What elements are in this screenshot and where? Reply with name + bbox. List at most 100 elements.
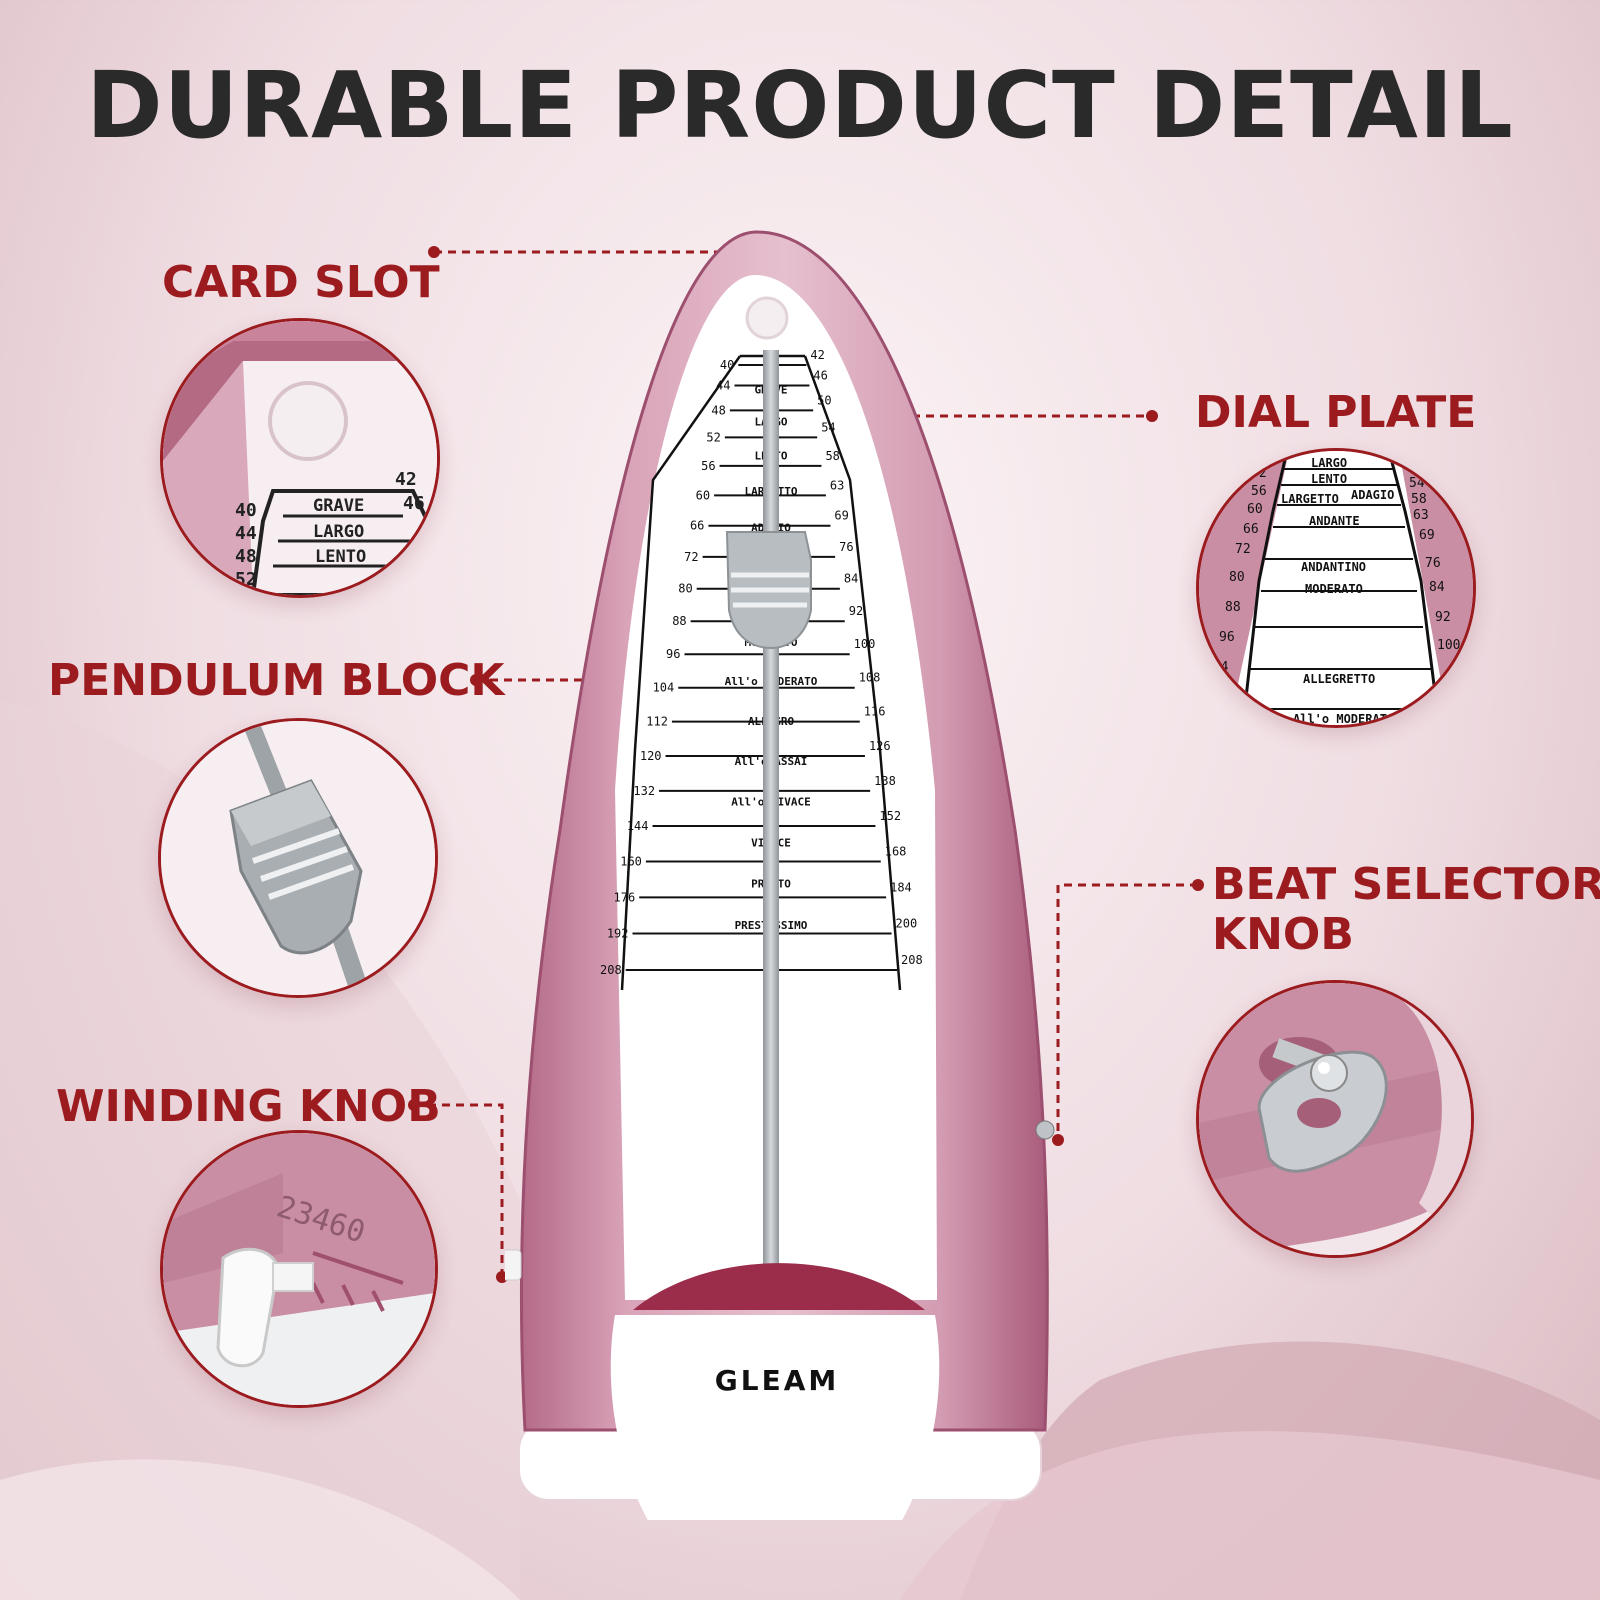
- headline: DURABLE PRODUCT DETAIL: [86, 52, 1514, 159]
- dial-plate-zoom: LARGO LENTO LARGETTO ADAGIO ANDANTE ANDA…: [1196, 448, 1476, 728]
- dial-zoom-mark-3: ADAGIO: [1351, 488, 1394, 502]
- dial-zoom-mark-0: LARGO: [1311, 456, 1347, 470]
- dial-right-number: 84: [844, 572, 858, 586]
- callout-beat-selector: BEAT SELECTOR KNOB: [1212, 860, 1600, 960]
- dial-zoom-image: LARGO LENTO LARGETTO ADAGIO ANDANTE ANDA…: [1199, 451, 1473, 725]
- dial-left-number: 44: [716, 378, 730, 392]
- dial-left-number: 192: [607, 927, 629, 941]
- dial-right-number: 138: [874, 774, 896, 788]
- dial-zoom-left-8: 104: [1205, 660, 1229, 675]
- metronome-product: 40 44 48 52 56 60 66 72 80 88 96 104 112 120 132 144 160…: [505, 230, 1055, 1520]
- dial-zoom-left-3: 66: [1243, 522, 1259, 537]
- dial-zoom-right-2: 58: [1411, 492, 1427, 507]
- card-zoom-mark-1: LARGO: [313, 522, 364, 542]
- dial-zoom-mark-2: LARGETTO: [1281, 492, 1339, 506]
- dial-right-number: 46: [813, 368, 827, 382]
- dial-left-number: 72: [684, 550, 698, 564]
- dial-zoom-left-6: 88: [1225, 600, 1241, 615]
- dial-left-number: 56: [701, 459, 715, 473]
- card-slot-zoom-image: GRAVE LARGO LENTO 40 44 48 52 42 46: [163, 321, 437, 595]
- callout-beat-selector-line1: BEAT SELECTOR: [1212, 859, 1600, 910]
- dial-right-number: 50: [817, 393, 831, 407]
- dial-left-number: 120: [640, 749, 662, 763]
- dial-zoom-right-0: 50: [1407, 460, 1423, 475]
- winding-knob-zoom: 23460: [160, 1130, 438, 1408]
- card-slot: [745, 296, 789, 340]
- winding-zoom-image: 23460: [163, 1133, 435, 1405]
- dial-left-number: 40: [720, 358, 734, 372]
- dial-right-number: 69: [834, 509, 848, 523]
- dial-right-number: 152: [879, 809, 901, 823]
- dial-left-number: 132: [633, 784, 655, 798]
- callout-card-slot: CARD SLOT: [162, 257, 440, 308]
- dial-zoom-left-2: 60: [1247, 502, 1263, 517]
- dial-left-number: 112: [646, 715, 668, 729]
- dial-right-number: 100: [854, 637, 876, 651]
- dial-left-number: 48: [711, 403, 725, 417]
- callout-dial-plate: DIAL PLATE: [1195, 387, 1477, 438]
- dial-left-number: 66: [690, 519, 704, 533]
- dial-zoom-right-8: 100: [1437, 638, 1460, 653]
- dial-right-number: 92: [849, 604, 863, 618]
- dial-right-number: 126: [869, 739, 891, 753]
- dial-left-number: 144: [627, 819, 649, 833]
- dial-zoom-right-1: 54: [1409, 476, 1425, 491]
- card-zoom-left-3: 52: [235, 569, 257, 590]
- dial-left-number: 104: [653, 681, 675, 695]
- dial-right-number: 42: [810, 348, 824, 362]
- dial-zoom-right-7: 92: [1435, 610, 1451, 625]
- dial-left-number: 160: [620, 855, 642, 869]
- card-zoom-left-2: 48: [235, 546, 257, 567]
- card-zoom-mark-2: LENTO: [315, 547, 366, 567]
- dial-left-number: 208: [600, 963, 622, 977]
- beat-selector-zoom: [1196, 980, 1474, 1258]
- dial-right-number: 54: [821, 420, 835, 434]
- dial-zoom-right-5: 76: [1425, 556, 1441, 571]
- pendulum-zoom-image: [161, 721, 435, 995]
- card-zoom-right-1: 46: [403, 493, 425, 514]
- beat-selector-knob[interactable]: [1035, 1120, 1055, 1140]
- dial-right-number: 168: [885, 845, 907, 859]
- dial-zoom-mark-4: ANDANTE: [1309, 514, 1360, 528]
- beat-selector-zoom-image: [1199, 983, 1471, 1255]
- card-slot-zoom: GRAVE LARGO LENTO 40 44 48 52 42 46: [160, 318, 440, 598]
- pendulum-rod: [763, 350, 779, 1280]
- dial-right-number: 116: [864, 705, 886, 719]
- callout-pendulum-block: PENDULUM BLOCK: [48, 655, 505, 706]
- dial-left-number: 80: [678, 582, 692, 596]
- dial-zoom-mark-7: ALLEGRETTO: [1303, 672, 1375, 686]
- dial-zoom-left-7: 96: [1219, 630, 1235, 645]
- dial-zoom-left-5: 80: [1229, 570, 1245, 585]
- dial-zoom-mark-8: All'o MODERATO: [1293, 712, 1394, 725]
- pendulum-block-zoom: [158, 718, 438, 998]
- dial-zoom-left-1: 56: [1251, 484, 1267, 499]
- dial-zoom-right-4: 69: [1419, 528, 1435, 543]
- dial-zoom-mark-5: ANDANTINO: [1301, 560, 1366, 574]
- card-zoom-mark-0: GRAVE: [313, 496, 364, 516]
- dial-right-number: 63: [830, 478, 844, 492]
- dial-right-number: 200: [896, 917, 918, 931]
- dial-zoom-right-6: 84: [1429, 580, 1445, 595]
- dial-zoom-mark-6: MODERATO: [1305, 582, 1363, 596]
- dial-left-number: 88: [672, 614, 686, 628]
- pendulum-slot: [633, 1263, 925, 1310]
- dial-right-number: 108: [859, 671, 881, 685]
- dial-left-number: 60: [696, 488, 710, 502]
- dial-zoom-left-0: 52: [1251, 466, 1267, 481]
- dial-left-number: 176: [614, 890, 636, 904]
- dial-right-number: 58: [825, 449, 839, 463]
- dial-zoom-right-3: 63: [1413, 508, 1429, 523]
- callout-winding-knob: WINDING KNOB: [56, 1081, 441, 1132]
- front-panel: [610, 1315, 940, 1520]
- card-zoom-left-1: 44: [235, 523, 257, 544]
- dial-right-number: 184: [890, 880, 912, 894]
- dial-left-number: 52: [706, 430, 720, 444]
- brand-logo: GLEAM: [715, 1364, 839, 1397]
- card-zoom-right-0: 42: [395, 469, 417, 490]
- dial-zoom-left-4: 72: [1235, 542, 1251, 557]
- card-zoom-left-0: 40: [235, 500, 257, 521]
- dial-right-number: 76: [839, 540, 853, 554]
- dial-right-number: 208: [901, 953, 923, 967]
- winding-knob[interactable]: [505, 1249, 522, 1281]
- dial-left-number: 96: [666, 647, 680, 661]
